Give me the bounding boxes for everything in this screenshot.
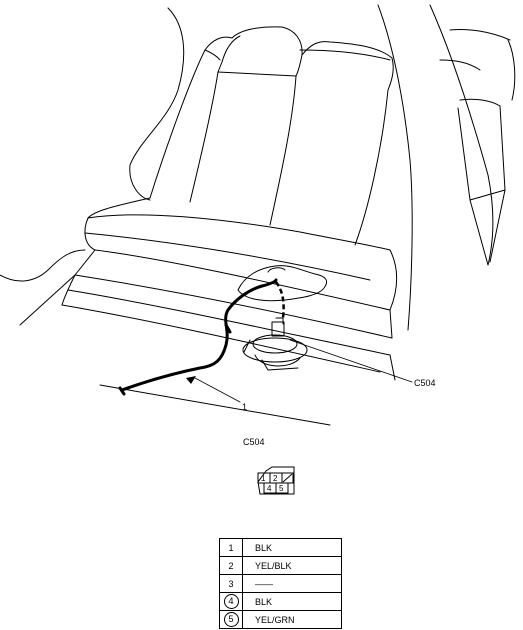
pin-color-table: 1 BLK 2 YEL/BLK 3 —— 4 BLK 5 YEL/GRN: [219, 538, 342, 629]
wire-color-cell: YEL/BLK: [242, 556, 342, 575]
pin-number-cell: 5: [219, 610, 243, 629]
pin-number-cell: 2: [219, 556, 243, 575]
wire-color-cell: ——: [242, 574, 342, 593]
table-row: 1 BLK: [219, 538, 342, 557]
connector-callout-label: C504: [414, 378, 436, 388]
pin-label-4: 4: [267, 484, 272, 493]
connector-view-title: C504: [243, 437, 265, 447]
connector-face: [257, 466, 295, 495]
table-row: 2 YEL/BLK: [219, 556, 342, 575]
seat-back: [87, 26, 394, 246]
wire-color-cell: BLK: [242, 592, 342, 611]
seat-cushion: [19, 214, 398, 426]
pin-label-5: 5: [279, 484, 284, 493]
connector-housing: [242, 317, 308, 371]
wire-color-cell: BLK: [242, 538, 342, 557]
circled-pin-number: 4: [223, 594, 239, 609]
pin-number-cell: 4: [219, 592, 243, 611]
table-row: 5 YEL/GRN: [219, 610, 342, 629]
left-side-trim: [0, 7, 185, 282]
circled-pin-number: 5: [223, 612, 239, 627]
item-number-callout: 1: [242, 402, 248, 412]
wiring-harness: [118, 278, 278, 396]
pin-label-1: 1: [261, 474, 266, 483]
rear-pillar: [377, 4, 516, 331]
pin-label-2: 2: [273, 474, 278, 483]
pin-number-cell: 1: [219, 538, 243, 557]
dashed-wire: [274, 281, 285, 319]
wire-color-cell: YEL/GRN: [242, 610, 342, 629]
table-row: 3 ——: [219, 574, 342, 593]
table-row: 4 BLK: [219, 592, 342, 611]
buckle-plate: [237, 265, 328, 302]
pin-number-cell: 3: [219, 574, 243, 593]
